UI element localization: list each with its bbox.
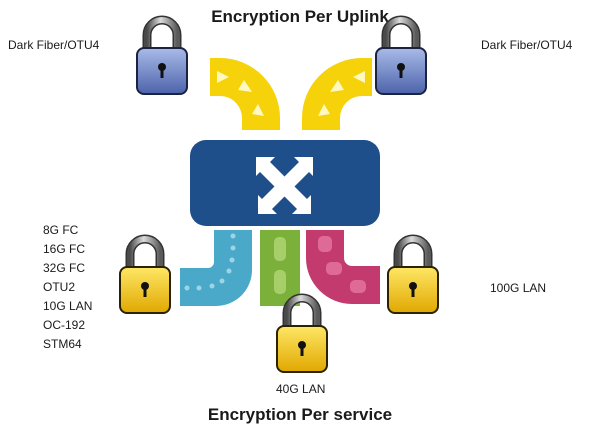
title-encryption-per-service: Encryption Per service <box>207 405 393 424</box>
service-label: 8G FC <box>43 223 79 237</box>
padlock-icon <box>120 239 170 313</box>
label-100g-lan: 100G LAN <box>490 281 547 295</box>
service-label: OC-192 <box>43 318 86 332</box>
title-encryption-per-uplink: Encryption Per Uplink <box>211 7 389 26</box>
label-40g-lan: 40G LAN <box>276 382 326 396</box>
service-label: 10G LAN <box>43 299 93 313</box>
crossed-arrows-switch-icon <box>256 157 313 214</box>
service-pipe-teal <box>180 230 252 306</box>
service-label: 32G FC <box>43 261 86 275</box>
padlock-icon <box>137 20 187 94</box>
service-pipe-green <box>260 230 300 306</box>
service-pipe-magenta <box>306 230 380 304</box>
label-uplink-right: Dark Fiber/OTU4 <box>481 38 573 52</box>
uplink-pipe-right <box>302 58 372 130</box>
service-type-list: 8G FC 16G FC 32G FC OTU2 10G LAN OC-192 … <box>43 221 92 354</box>
service-label: STM64 <box>43 337 82 351</box>
label-uplink-left: Dark Fiber/OTU4 <box>8 38 100 52</box>
uplink-pipe-left <box>210 58 280 130</box>
padlock-icon <box>376 20 426 94</box>
switch-block <box>190 140 380 226</box>
padlock-icon <box>388 239 438 313</box>
padlock-icon <box>277 298 327 372</box>
service-label: 16G FC <box>43 242 86 256</box>
service-label: OTU2 <box>43 280 76 294</box>
